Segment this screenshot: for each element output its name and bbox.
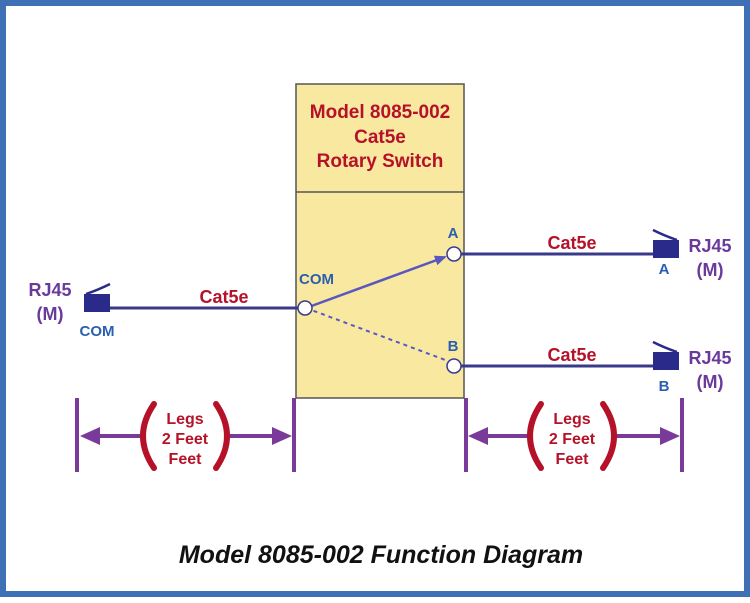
- connector-b-port: B: [659, 378, 670, 395]
- connector-a-port: A: [659, 261, 670, 278]
- connector-a-gender: (M): [697, 260, 724, 280]
- leg-right-line1: Legs: [553, 411, 590, 428]
- switch-title-line2: Cat5e: [354, 127, 406, 148]
- connector-b-gender: (M): [697, 372, 724, 392]
- leg-left-line3: Feet: [169, 451, 203, 468]
- leg-right-line3: Feet: [556, 451, 590, 468]
- leg-arrow-icon: [468, 427, 680, 445]
- port-com-circle: [297, 300, 313, 316]
- rj45-plug-icon: [652, 228, 679, 258]
- function-diagram: Model 8085-002 Cat5e Rotary Switch Cat5e…: [28, 83, 732, 569]
- leg-parentheses: [140, 401, 230, 471]
- connector-left-port: COM: [80, 323, 115, 340]
- switch-arrow-icon: [305, 255, 447, 310]
- switch-title-line1: Model 8085-002: [310, 102, 450, 123]
- switch-title-line3: Rotary Switch: [317, 151, 444, 172]
- connector-left-name: RJ45: [28, 280, 71, 300]
- port-b-circle: [446, 358, 462, 374]
- diagram-caption: Model 8085-002 Function Diagram: [179, 541, 583, 569]
- cable-a-label: Cat5e: [547, 233, 596, 253]
- leg-parentheses: [527, 401, 617, 471]
- connector-left-gender: (M): [37, 304, 64, 324]
- connector-a-name: RJ45: [688, 236, 731, 256]
- port-b-label: B: [448, 338, 459, 355]
- leg-left-line1: Legs: [166, 411, 203, 428]
- switch-box: [295, 83, 465, 399]
- leg-arrow-icon: [80, 427, 292, 445]
- connector-b-name: RJ45: [688, 348, 731, 368]
- leg-left-line2: 2 Feet: [162, 431, 209, 448]
- rj45-plug-icon: [84, 282, 111, 312]
- port-a-circle: [446, 246, 462, 262]
- port-a-label: A: [448, 225, 459, 242]
- rj45-plug-icon: [652, 340, 679, 370]
- cable-b-label: Cat5e: [547, 345, 596, 365]
- port-com-label: COM: [299, 271, 334, 288]
- leg-right-line2: 2 Feet: [549, 431, 596, 448]
- switch-dotted-path: [305, 307, 449, 362]
- cable-left-label: Cat5e: [199, 287, 248, 307]
